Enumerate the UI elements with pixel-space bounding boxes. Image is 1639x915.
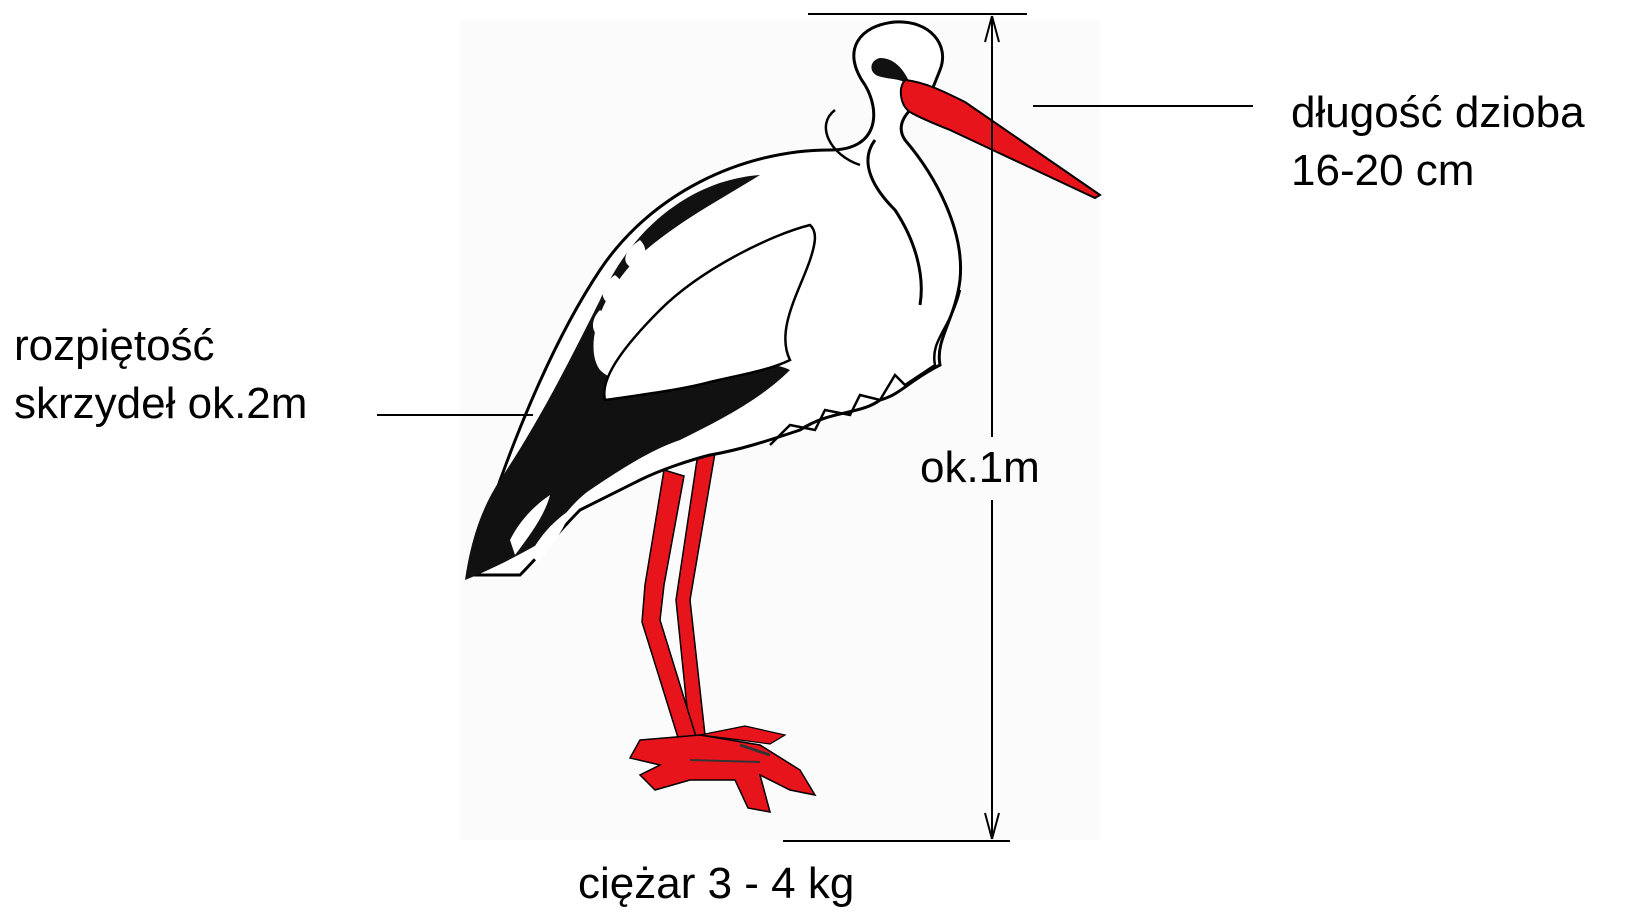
beak-length-label-line1: długość dzioba <box>1291 84 1585 142</box>
wingspan-label-line1: rozpiętość <box>14 317 307 375</box>
wingspan-label-line2: skrzydeł ok.2m <box>14 375 307 433</box>
height-label: ok.1m <box>920 446 1040 490</box>
weight-label: ciężar 3 - 4 kg <box>578 862 854 906</box>
beak-length-label-line2: 16-20 cm <box>1291 142 1585 200</box>
wingspan-label: rozpiętość skrzydeł ok.2m <box>14 317 307 433</box>
beak-length-label: długość dzioba 16-20 cm <box>1291 84 1585 200</box>
